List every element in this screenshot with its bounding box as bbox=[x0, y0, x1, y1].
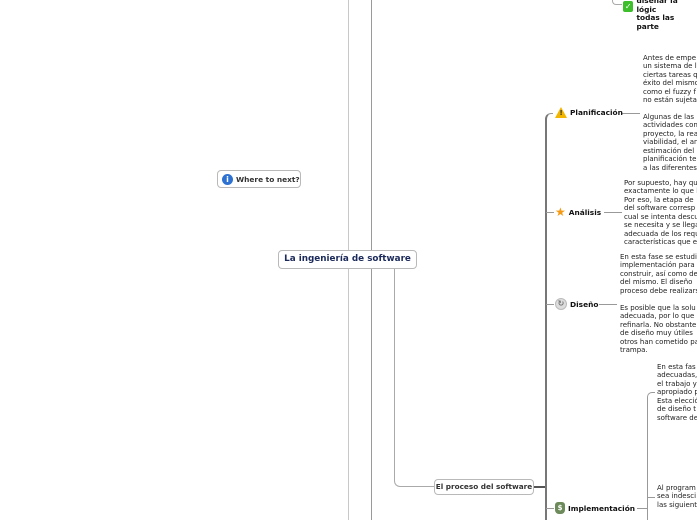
top-item[interactable]: ✓ diseñar la lógic todas las parte bbox=[623, 0, 697, 31]
branch-topic[interactable]: El proceso del software bbox=[434, 479, 534, 495]
central-topic[interactable]: La ingeniería de software bbox=[278, 250, 417, 269]
note-planificacion-1: Antes de empe un sistema de l ciertas ta… bbox=[643, 54, 697, 105]
central-topic-label: La ingeniería de software bbox=[284, 254, 411, 264]
note-line: refinarla. No obstante bbox=[620, 320, 697, 329]
note-line: adecuadas, bbox=[657, 371, 697, 380]
note-line: cual se intenta descu bbox=[624, 212, 697, 221]
note-line: del mismo. El diseño bbox=[620, 278, 693, 287]
warning-icon: ! bbox=[555, 107, 567, 118]
note-line: apropiado p bbox=[657, 388, 697, 397]
note-line: adecuada de los requ bbox=[624, 229, 697, 238]
note-line: se necesita y se llega bbox=[624, 221, 697, 230]
note-line: proceso debe realizars bbox=[620, 286, 697, 295]
connector-line bbox=[394, 269, 434, 487]
note-diseno-2: Es posible que la solu adecuada, por lo … bbox=[620, 304, 697, 355]
note-line: del software corresp bbox=[624, 204, 696, 213]
topic-diseno[interactable]: ↻ Diseño bbox=[555, 298, 598, 310]
connector-line bbox=[622, 113, 640, 114]
topic-implementacion[interactable]: $ Implementación bbox=[555, 502, 635, 514]
connector-line bbox=[546, 212, 554, 213]
connector-line bbox=[612, 0, 622, 5]
connector-line bbox=[546, 508, 554, 509]
note-line: Por supuesto, hay qu bbox=[624, 179, 697, 187]
note-line: implementación para bbox=[620, 261, 695, 270]
note-line: a las diferentes bbox=[643, 163, 697, 172]
note-line: Algunas de las bbox=[643, 113, 695, 121]
connector-line bbox=[599, 304, 617, 305]
note-line: de diseño t bbox=[657, 405, 697, 414]
connector-line bbox=[648, 497, 655, 498]
note-line: las siguient bbox=[657, 500, 697, 509]
note-line: un sistema de l bbox=[643, 62, 697, 71]
note-line: éxito del mismo bbox=[643, 79, 697, 88]
connector-line bbox=[534, 486, 545, 488]
note-line: no están sujeta bbox=[643, 96, 697, 105]
note-planificacion-2: Algunas de las actividades con proyecto,… bbox=[643, 113, 697, 172]
note-line: Por eso, la etapa de bbox=[624, 195, 694, 204]
note-analisis: Por supuesto, hay qu exactamente lo que … bbox=[624, 179, 697, 247]
topic-label: Análisis bbox=[568, 207, 602, 217]
money-bag-icon: $ bbox=[555, 502, 565, 514]
top-item-line: todas las parte bbox=[636, 13, 675, 31]
topic-analisis[interactable]: ★ Análisis bbox=[555, 206, 601, 218]
note-line: viabilidad, el an bbox=[643, 138, 697, 147]
note-line: planificación ter bbox=[643, 155, 697, 164]
where-to-next-topic[interactable]: i Where to next? bbox=[217, 170, 301, 188]
connector-line bbox=[604, 212, 622, 213]
topic-planificacion[interactable]: ! Planificación bbox=[555, 107, 623, 118]
topic-label: Planificación bbox=[570, 108, 623, 117]
note-line: exactamente lo que l bbox=[624, 187, 697, 196]
branch-topic-label: El proceso del software bbox=[435, 482, 533, 491]
refresh-icon: ↻ bbox=[555, 298, 567, 310]
note-implementacion-2: Al program sea indesci las siguient bbox=[657, 484, 697, 509]
topic-label: Implementación bbox=[568, 503, 636, 513]
note-line: proyecto, la rea bbox=[643, 129, 697, 138]
checkmark-icon: ✓ bbox=[623, 1, 634, 12]
connector-line bbox=[546, 304, 554, 305]
note-line: adecuada, por lo que bbox=[620, 312, 695, 321]
note-line: actividades con bbox=[643, 121, 697, 130]
note-implementacion-1: En esta fas adecuadas, el trabajo y apro… bbox=[657, 363, 697, 422]
note-line: como el fuzzy f bbox=[643, 87, 697, 96]
where-to-next-label: Where to next? bbox=[236, 174, 300, 184]
note-line: Antes de empe bbox=[643, 54, 696, 62]
info-icon: i bbox=[222, 173, 233, 185]
note-line: estimación del bbox=[643, 146, 695, 155]
note-line: sea indesci bbox=[657, 492, 697, 501]
note-line: ciertas tareas q bbox=[643, 70, 697, 79]
note-line: de diseño muy útiles bbox=[620, 329, 693, 338]
connector-line bbox=[637, 508, 647, 509]
note-line: Esta elecció bbox=[657, 396, 697, 405]
note-diseno-1: En esta fase se estudi implementación pa… bbox=[620, 253, 697, 295]
note-line: características que el bbox=[624, 238, 697, 247]
note-line: construir, así como de bbox=[620, 269, 697, 278]
connector-line bbox=[545, 113, 553, 520]
note-line: En esta fas bbox=[657, 363, 696, 371]
star-icon: ★ bbox=[555, 205, 566, 219]
note-line: Es posible que la solu bbox=[620, 304, 696, 312]
note-line: En esta fase se estudi bbox=[620, 253, 697, 261]
note-line: software de bbox=[657, 413, 697, 422]
top-item-line: diseñar la lógic bbox=[636, 0, 678, 14]
note-line: trampa. bbox=[620, 346, 648, 355]
connector-line bbox=[647, 392, 655, 520]
note-line: Al program bbox=[657, 484, 696, 492]
topic-label: Diseño bbox=[570, 299, 599, 309]
note-line: otros han cometido pa bbox=[620, 337, 697, 346]
note-line: el trabajo y bbox=[657, 379, 697, 388]
